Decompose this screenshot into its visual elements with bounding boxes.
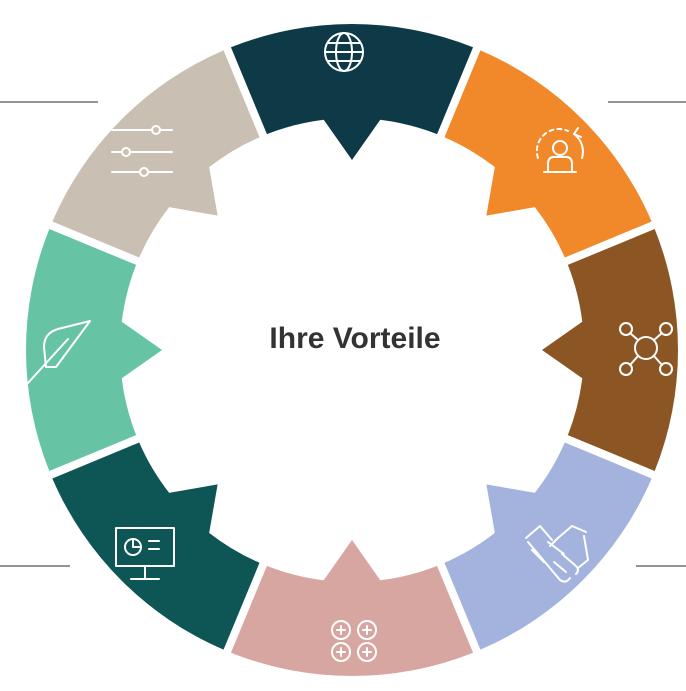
- globe-icon: [324, 32, 364, 72]
- wheel-segments: [25, 23, 678, 676]
- monitor-chart-icon: [115, 527, 175, 580]
- network-nodes-icon: [619, 322, 673, 376]
- user-cycle-icon: [535, 127, 584, 173]
- segment-plus-grid: [230, 540, 474, 676]
- segment-leaf: [25, 228, 162, 472]
- sliders-icon: [111, 125, 173, 177]
- connector-lines: [0, 101, 686, 567]
- segment-dashboard: [52, 442, 260, 650]
- center-title: Ihre Vorteile: [269, 322, 440, 355]
- segment-globe: [230, 23, 474, 160]
- handshake-icon: [525, 525, 589, 583]
- segment-user-cycle: [444, 50, 652, 258]
- segment-icons: [27, 32, 673, 662]
- segment-network: [542, 228, 678, 472]
- leaf-icon: [27, 320, 91, 384]
- segment-handshake: [444, 442, 652, 650]
- plus-circles-icon: [331, 620, 377, 662]
- segment-sliders: [52, 50, 260, 258]
